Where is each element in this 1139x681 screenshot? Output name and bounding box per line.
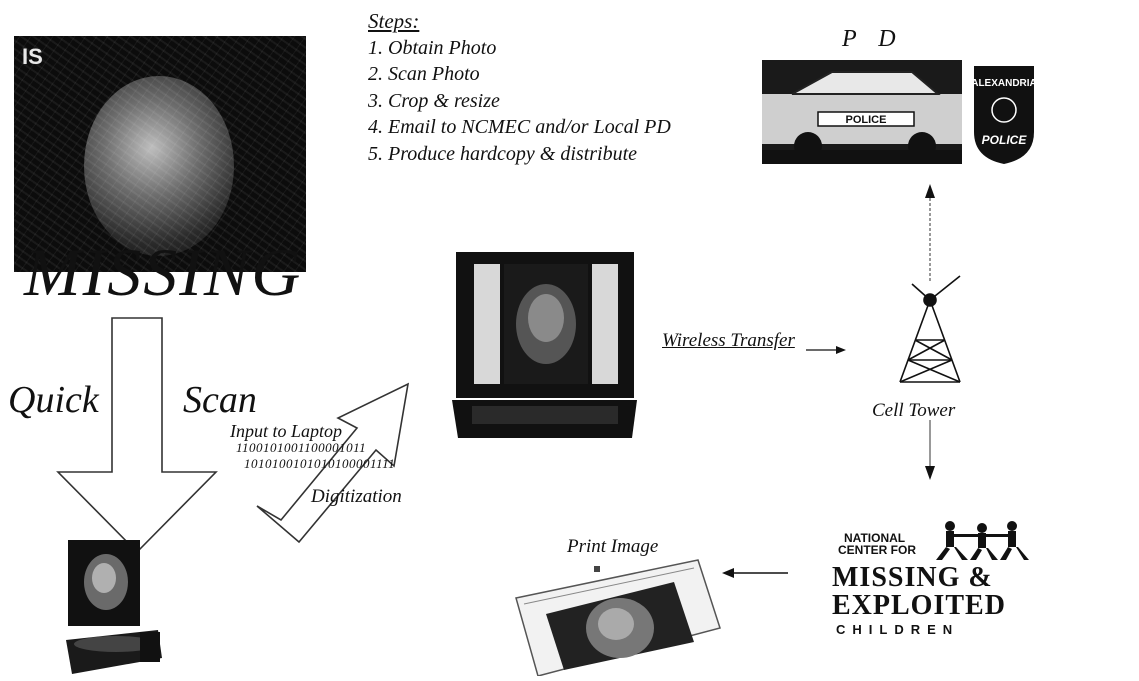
missing-text: MISSING	[24, 234, 303, 310]
scan-label: Scan	[183, 379, 257, 421]
badge-line2: POLICE	[982, 133, 1028, 147]
ncmec-line4: EXPLOITED	[832, 590, 1006, 621]
input-to-laptop-label: Input to Laptop	[230, 421, 343, 441]
printer-icon	[498, 558, 722, 677]
print-image-label: Print Image	[567, 536, 659, 557]
pd-label: P D	[842, 26, 904, 52]
scanner-icon	[66, 540, 164, 676]
cell-tower-label: Cell Tower	[872, 400, 956, 421]
badge-line1: ALEXANDRIA	[971, 78, 1037, 89]
steps-list: Steps: 1. Obtain Photo 2. Scan Photo 3. …	[368, 8, 671, 167]
step-item: 1. Obtain Photo	[368, 36, 497, 59]
step-item: 2. Scan Photo	[368, 63, 480, 85]
quick-label: Quick	[8, 379, 99, 421]
children-figures-icon	[936, 521, 1029, 560]
ncmec-line1: NATIONAL	[844, 531, 906, 545]
ncmec-line5: CHILDREN	[836, 622, 960, 637]
step-item: 4. Email to NCMEC and/or Local PD	[368, 116, 671, 138]
laptop-icon	[452, 250, 637, 440]
ncmec-logo: NATIONAL CENTER FOR MISSING & EXPLOITED …	[830, 520, 1035, 640]
ncmec-line2: CENTER FOR	[838, 543, 916, 557]
step-item: 3. Crop & resize	[368, 89, 500, 112]
steps-title: Steps:	[368, 9, 420, 33]
cell-tower-icon	[899, 275, 961, 383]
down-arrowhead	[925, 466, 935, 480]
digitization-label: Digitization	[311, 486, 402, 507]
binary-line: 1100101001100001011	[236, 440, 367, 455]
ncmec-line3: MISSING &	[832, 562, 993, 593]
wireless-transfer-label: Wireless Transfer	[662, 330, 795, 351]
wireless-arrow-head	[836, 346, 846, 354]
down-arrow	[56, 317, 218, 554]
left-arrowhead	[722, 568, 734, 578]
police-car-photo: POLICE ALEXANDRIA POLICE	[762, 54, 1038, 166]
up-arrowhead	[925, 184, 935, 198]
police-car-text: POLICE	[846, 114, 887, 126]
binary-line: 1010100101010100001111	[244, 456, 396, 471]
diagonal-arrow	[256, 382, 410, 544]
step-item: 5. Produce hardcopy & distribute	[368, 142, 638, 165]
poster-corner-text: IS	[22, 44, 43, 69]
missing-poster-photo	[14, 36, 306, 272]
